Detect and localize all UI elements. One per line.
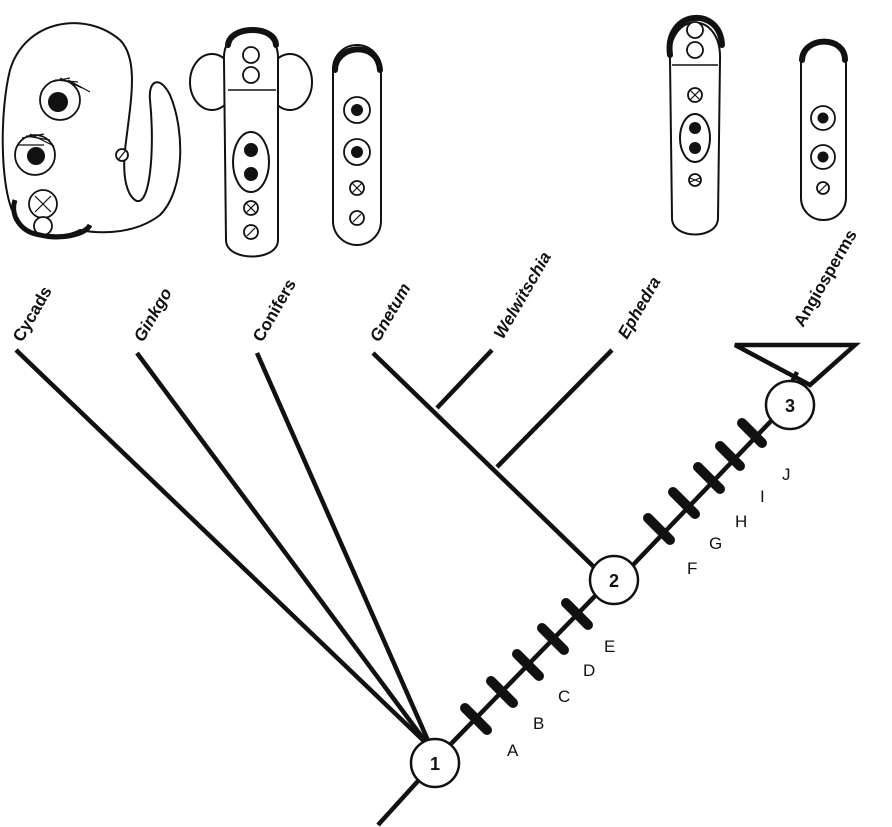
node-2-label: 2: [609, 571, 619, 591]
char-label-D: D: [583, 661, 595, 680]
tick-C: [512, 649, 544, 681]
taxon-label-ephedra: Ephedra: [614, 274, 664, 342]
taxon-label-ginkgo: Ginkgo: [130, 285, 176, 345]
branch-conifers: [254, 352, 433, 746]
gnetales-gametophyte-drawing: [666, 15, 725, 236]
char-label-A: A: [507, 741, 519, 760]
node-2: [588, 554, 640, 606]
spine-1-2: [443, 592, 599, 752]
ginkgo-gametophyte-drawing: [189, 27, 313, 258]
tick-A: [460, 703, 492, 735]
tick-B: [486, 676, 518, 708]
char-label-I: I: [760, 487, 765, 506]
angiosperm-gametophyte-drawing: [799, 38, 848, 221]
char-label-F: F: [687, 559, 697, 578]
node-3: [764, 379, 816, 431]
node-1: [409, 737, 461, 789]
char-label-H: H: [735, 512, 747, 531]
taxon-label-gnetum: Gnetum: [366, 280, 415, 345]
cycad-gametophyte-drawing: [1, 22, 182, 240]
spine-2-3: [630, 418, 774, 568]
branch-welwitschia: [435, 348, 494, 410]
taxon-label-cycads: Cycads: [9, 283, 56, 345]
branch-cycads: [14, 348, 430, 747]
tick-H: [693, 462, 725, 494]
tick-I: [715, 441, 745, 471]
tick-J: [737, 418, 767, 448]
tick-F: [643, 513, 675, 545]
char-label-G: G: [709, 534, 722, 553]
node-3-label: 3: [785, 396, 795, 416]
branch-gnetum: [371, 351, 597, 570]
tick-G: [668, 487, 700, 519]
angiosperm-clade-triangle: [733, 342, 861, 388]
tick-D: [537, 623, 569, 655]
node-1-label: 1: [430, 754, 440, 774]
char-label-E: E: [604, 637, 615, 656]
taxon-label-angiosperms: Angiosperms: [790, 226, 861, 330]
char-label-J: J: [782, 465, 791, 484]
char-label-C: C: [558, 687, 570, 706]
conifer-gametophyte-drawing: [332, 44, 383, 246]
char-label-B: B: [533, 714, 544, 733]
branch-ginkgo: [135, 351, 430, 747]
taxon-label-welwitschia: Welwitschia: [490, 248, 555, 342]
branch-ephedra: [495, 348, 614, 469]
tick-E: [561, 598, 593, 630]
cladogram: 1 2 3 A B C D E F G H I J: [14, 342, 861, 827]
taxon-label-conifers: Conifers: [249, 276, 300, 345]
